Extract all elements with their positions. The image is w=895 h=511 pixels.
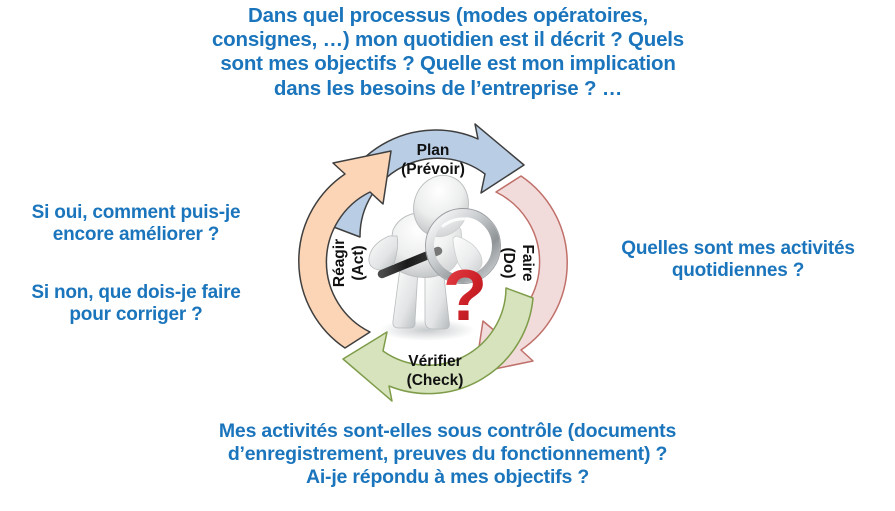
figure-left-leg (392, 267, 419, 329)
magnifying-glass-icon (377, 208, 501, 284)
pdca-segment-act[interactable]: Réagir (Act) (298, 150, 392, 349)
pdca-cycle-diagram: Plan (Prévoir) Faire (Do) Vérifier (Chec… (275, 118, 593, 408)
right-question-activities-text: Quelles sont mes activités quotidiennes … (621, 238, 855, 282)
figure-right-leg (424, 267, 450, 330)
left-question-correct-text: Si non, que dois-je faire pour corriger … (31, 282, 241, 326)
do-title-label: Faire (519, 244, 536, 281)
check-subtitle-label: (Check) (407, 372, 464, 389)
center-illustration: ? (368, 174, 501, 341)
magnifier-highlight (441, 217, 469, 228)
magnifier-ring (426, 209, 500, 283)
question-mark-glyph: ? (443, 256, 487, 336)
act-subtitle-label: (Act) (350, 245, 367, 280)
do-subtitle-label: (Do) (500, 248, 517, 279)
check-title-label: Vérifier (408, 353, 461, 370)
top-question-text: Dans quel processus (modes opératoires, … (211, 4, 684, 100)
magnifier-ring-outline (425, 208, 501, 284)
figure-left-arm (368, 235, 399, 271)
act-title-label: Réagir (331, 239, 348, 287)
magnifier-lens (430, 213, 496, 279)
figure-right-arm (452, 235, 483, 273)
left-question-improve-text: Si oui, comment puis-je encore améliorer… (31, 202, 241, 246)
bottom-question-control-text: Mes activités sont-elles sous contrôle (… (218, 420, 677, 488)
act-arrow-shape (298, 150, 392, 349)
question-mark-icon: ? (443, 256, 487, 336)
plan-title-label: Plan (417, 142, 450, 159)
plan-subtitle-label: (Prévoir) (401, 161, 465, 178)
